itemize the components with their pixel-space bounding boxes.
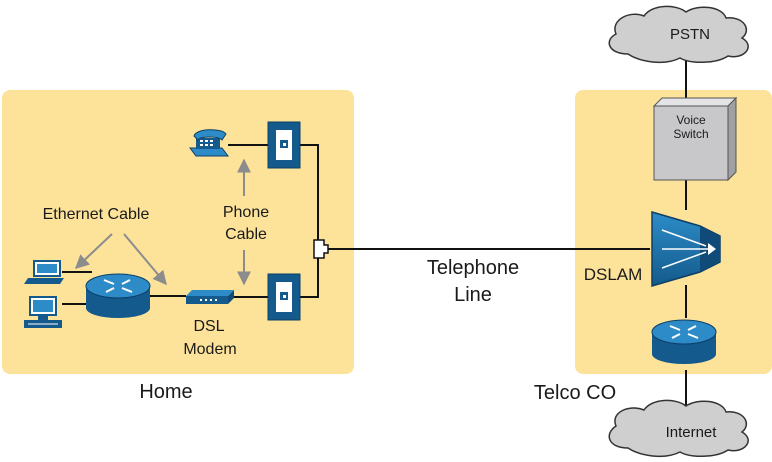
voice-switch-icon xyxy=(652,96,738,182)
dsl-modem-icon xyxy=(186,290,234,304)
desktop-pc-icon xyxy=(24,296,62,328)
dsl-modem-label-line2: Modem xyxy=(183,341,236,358)
ethernet-cable-label: Ethernet Cable xyxy=(43,206,150,223)
wall-jack-bottom-icon xyxy=(267,273,301,321)
phone-cable-label-line1: Phone xyxy=(223,204,269,221)
telco-router-icon xyxy=(651,319,717,364)
telephone-line-label-line1: Telephone xyxy=(427,257,519,279)
cables xyxy=(62,60,687,412)
annotation-arrows xyxy=(74,158,251,286)
dslam-label: DSLAM xyxy=(584,265,643,284)
telephone-icon xyxy=(189,129,229,157)
pstn-label: PSTN xyxy=(670,26,710,43)
wall-jack-top-icon xyxy=(267,121,301,169)
telco-region-label: Telco CO xyxy=(534,382,616,404)
internet-cloud xyxy=(608,399,749,458)
voice-switch-label-line2: Switch xyxy=(673,127,708,141)
dsl-modem-label-line1: DSL xyxy=(193,318,224,335)
pstn-cloud xyxy=(608,5,749,64)
dslam-icon xyxy=(651,211,721,287)
telephone-line-label-line2: Line xyxy=(454,284,492,306)
home-router-icon xyxy=(85,273,151,318)
phone-cable-label-line2: Cable xyxy=(225,226,267,243)
home-region xyxy=(2,90,354,374)
home-region-label: Home xyxy=(139,381,192,403)
laptop-icon xyxy=(24,260,64,284)
internet-label: Internet xyxy=(666,424,718,441)
voice-switch-label-line1: Voice xyxy=(676,113,706,127)
splitter-connector-icon xyxy=(313,239,329,259)
